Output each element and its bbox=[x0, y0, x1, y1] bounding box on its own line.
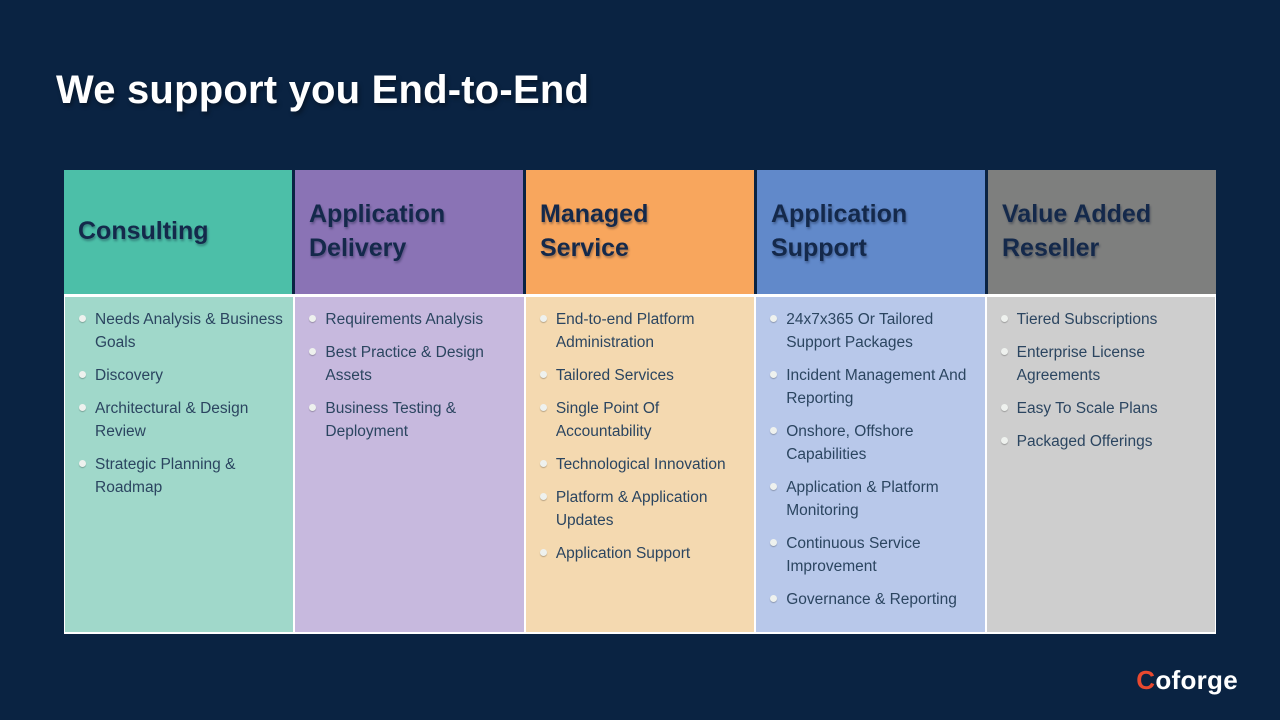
bullet-icon bbox=[539, 404, 547, 411]
list-item: Tailored Services bbox=[539, 364, 748, 387]
slide-title: We support you End-to-End bbox=[56, 68, 590, 112]
bullet-icon bbox=[770, 427, 778, 434]
column-body-value-added-reseller: Tiered Subscriptions Enterprise License … bbox=[986, 297, 1216, 632]
list-item: Onshore, Offshore Capabilities bbox=[770, 420, 978, 466]
bullet-icon bbox=[770, 539, 778, 546]
list-item: Platform & Application Updates bbox=[539, 486, 748, 532]
list-item: End-to-end Platform Administration bbox=[539, 308, 748, 354]
logo-text: oforge bbox=[1155, 665, 1238, 695]
column-title: Application Support bbox=[771, 200, 908, 262]
column-title: Application Delivery bbox=[309, 200, 446, 262]
list-item: 24x7x365 Or Tailored Support Packages bbox=[770, 308, 978, 354]
list-item: Enterprise License Agreements bbox=[1000, 341, 1209, 387]
list-item: Tiered Subscriptions bbox=[1000, 308, 1209, 331]
bullet-icon bbox=[539, 315, 547, 322]
item-text: Technological Innovation bbox=[555, 456, 726, 473]
bullet-icon bbox=[770, 595, 778, 602]
item-text: Best Practice & Design Assets bbox=[325, 344, 484, 384]
column-title: Consulting bbox=[78, 217, 209, 246]
list-item: Single Point Of Accountability bbox=[539, 397, 748, 443]
item-text: Tiered Subscriptions bbox=[1016, 311, 1158, 328]
item-text: Tailored Services bbox=[555, 367, 674, 384]
bullet-list: Requirements Analysis Best Practice & De… bbox=[295, 297, 523, 443]
table-body-row: Needs Analysis & Business Goals Discover… bbox=[64, 297, 1216, 634]
coforge-logo: Coforge bbox=[1136, 665, 1238, 696]
list-item: Easy To Scale Plans bbox=[1000, 397, 1209, 420]
item-text: Application & Platform Monitoring bbox=[786, 479, 939, 519]
bullet-icon bbox=[539, 460, 547, 467]
bullet-list: 24x7x365 Or Tailored Support Packages In… bbox=[756, 297, 984, 611]
item-text: Governance & Reporting bbox=[786, 591, 957, 608]
item-text: Needs Analysis & Business Goals bbox=[95, 311, 283, 351]
bullet-list: Needs Analysis & Business Goals Discover… bbox=[65, 297, 293, 499]
list-item: Discovery bbox=[79, 364, 287, 387]
bullet-icon bbox=[309, 315, 317, 322]
bullet-icon bbox=[539, 371, 547, 378]
list-item: Best Practice & Design Assets bbox=[309, 341, 517, 387]
list-item: Business Testing & Deployment bbox=[309, 397, 517, 443]
item-text: Incident Management And Reporting bbox=[786, 367, 967, 407]
list-item: Governance & Reporting bbox=[770, 588, 978, 611]
item-text: Requirements Analysis bbox=[325, 311, 484, 328]
table-header-row: Consulting Application Delivery Managed … bbox=[64, 170, 1216, 294]
list-item: Incident Management And Reporting bbox=[770, 364, 978, 410]
column-body-application-support: 24x7x365 Or Tailored Support Packages In… bbox=[756, 297, 985, 632]
bullet-icon bbox=[309, 348, 317, 355]
logo-text-accent: C bbox=[1136, 665, 1156, 695]
list-item: Packaged Offerings bbox=[1000, 430, 1209, 453]
item-text: Onshore, Offshore Capabilities bbox=[786, 423, 914, 463]
column-header-application-delivery: Application Delivery bbox=[295, 170, 523, 294]
list-item: Technological Innovation bbox=[539, 453, 748, 476]
column-header-value-added-reseller: Value Added Reseller bbox=[988, 170, 1216, 294]
bullet-icon bbox=[1000, 437, 1008, 444]
item-text: Enterprise License Agreements bbox=[1016, 344, 1145, 384]
bullet-icon bbox=[79, 315, 86, 322]
item-text: End-to-end Platform Administration bbox=[555, 311, 695, 351]
bullet-icon bbox=[1000, 404, 1008, 411]
item-text: Easy To Scale Plans bbox=[1016, 400, 1158, 417]
item-text: 24x7x365 Or Tailored Support Packages bbox=[786, 311, 934, 351]
bullet-list: End-to-end Platform Administration Tailo… bbox=[526, 297, 754, 565]
bullet-icon bbox=[770, 371, 778, 378]
bullet-icon bbox=[770, 315, 778, 322]
list-item: Strategic Planning & Roadmap bbox=[79, 453, 287, 499]
list-item: Continuous Service Improvement bbox=[770, 532, 978, 578]
list-item: Application Support bbox=[539, 542, 748, 565]
bullet-list: Tiered Subscriptions Enterprise License … bbox=[987, 297, 1215, 453]
item-text: Continuous Service Improvement bbox=[786, 535, 921, 575]
bullet-icon bbox=[79, 460, 86, 467]
services-table: Consulting Application Delivery Managed … bbox=[64, 170, 1216, 634]
column-body-consulting: Needs Analysis & Business Goals Discover… bbox=[65, 297, 294, 632]
list-item: Needs Analysis & Business Goals bbox=[79, 308, 287, 354]
column-body-application-delivery: Requirements Analysis Best Practice & De… bbox=[295, 297, 524, 632]
list-item: Requirements Analysis bbox=[309, 308, 517, 331]
column-header-application-support: Application Support bbox=[757, 170, 985, 294]
item-text: Application Support bbox=[555, 545, 691, 562]
item-text: Architectural & Design Review bbox=[95, 400, 249, 440]
bullet-icon bbox=[539, 493, 547, 500]
bullet-icon bbox=[79, 404, 86, 411]
column-title: Value Added Reseller bbox=[1002, 200, 1152, 262]
list-item: Architectural & Design Review bbox=[79, 397, 287, 443]
bullet-icon bbox=[1000, 348, 1008, 355]
item-text: Strategic Planning & Roadmap bbox=[95, 456, 236, 496]
column-body-managed-service: End-to-end Platform Administration Tailo… bbox=[525, 297, 755, 632]
bullet-icon bbox=[309, 404, 317, 411]
item-text: Business Testing & Deployment bbox=[325, 400, 457, 440]
bullet-icon bbox=[539, 549, 547, 556]
item-text: Packaged Offerings bbox=[1016, 433, 1153, 450]
item-text: Discovery bbox=[95, 367, 164, 384]
header-body-divider bbox=[64, 294, 1216, 297]
bullet-icon bbox=[1000, 315, 1008, 322]
bullet-icon bbox=[79, 371, 86, 378]
column-header-managed-service: Managed Service bbox=[526, 170, 754, 294]
list-item: Application & Platform Monitoring bbox=[770, 476, 978, 522]
column-title: Managed Service bbox=[540, 200, 649, 262]
column-header-consulting: Consulting bbox=[64, 170, 292, 294]
bullet-icon bbox=[770, 483, 778, 490]
item-text: Single Point Of Accountability bbox=[555, 400, 660, 440]
item-text: Platform & Application Updates bbox=[555, 489, 708, 529]
